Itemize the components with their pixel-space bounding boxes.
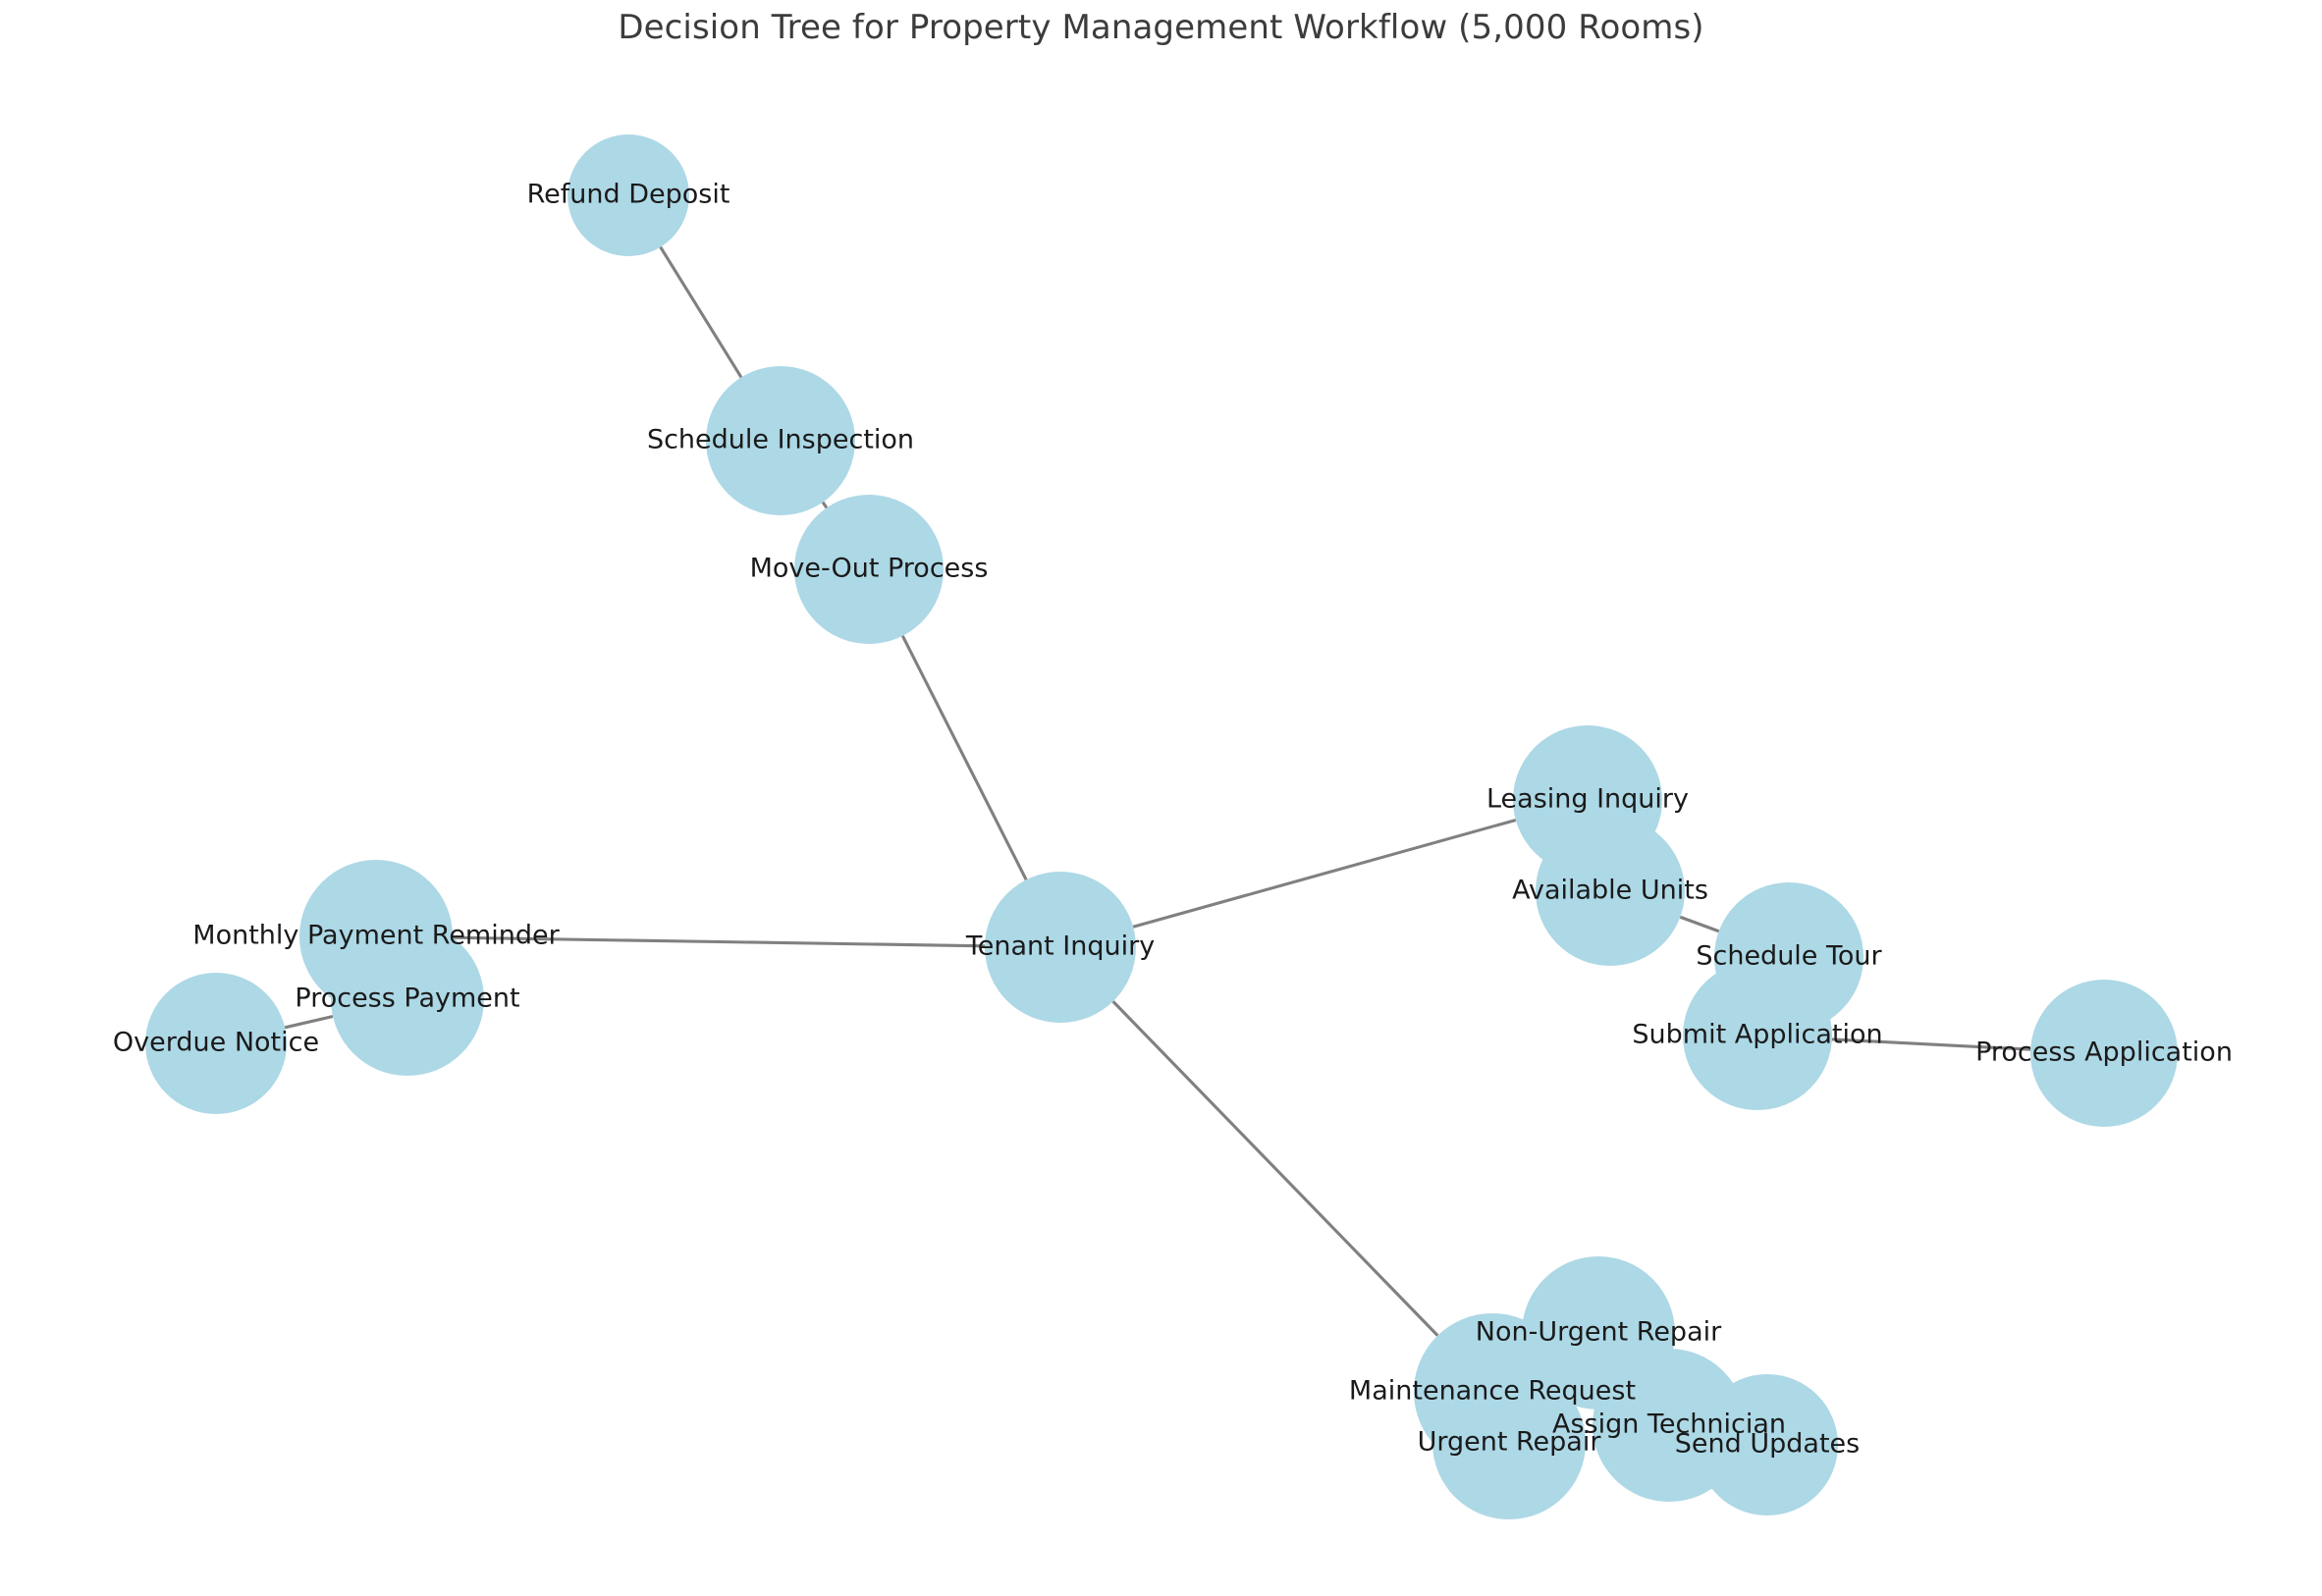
graph-edge [1679,915,1720,933]
graph-edge [821,501,829,509]
graph-node-label-send_updates: Send Updates [1675,1429,1860,1460]
graph-node-schedule_inspection[interactable] [706,366,855,515]
graph-edge [659,245,743,379]
graph-node-label-move_out_process: Move-Out Process [750,554,989,584]
graph-edge [900,635,1028,881]
graph-node-submit_application[interactable] [1683,961,1832,1110]
graph-node-tenant_inquiry[interactable] [985,872,1136,1023]
graph-node-label-maintenance_request: Maintenance Request [1349,1376,1636,1407]
page-title: Decision Tree for Property Management Wo… [618,8,1704,47]
graph-node-label-schedule_inspection: Schedule Inspection [647,425,914,455]
graph-node-label-available_units: Available Units [1512,876,1708,906]
graph-node-move_out_process[interactable] [794,495,944,644]
graph-node-available_units[interactable] [1536,817,1685,966]
graph-node-label-refund_deposit: Refund Deposit [527,180,730,210]
graph-edge [1132,818,1517,929]
graph-node-label-tenant_inquiry: Tenant Inquiry [965,931,1155,962]
graph-node-label-monthly_payment_reminder: Monthly Payment Reminder [192,921,560,951]
graph-node-send_updates[interactable] [1697,1374,1838,1516]
graph-node-label-assign_technician: Assign Technician [1552,1410,1786,1440]
graph-node-label-overdue_notice: Overdue Notice [113,1028,319,1058]
graph-node-process_application[interactable] [2030,980,2178,1127]
graph-node-label-non_urgent_repair: Non-Urgent Repair [1476,1317,1722,1348]
graph-node-label-process_payment: Process Payment [295,984,519,1014]
nodes-layer [145,134,2178,1519]
edges-layer [284,245,2031,1467]
graph-node-urgent_repair[interactable] [1432,1366,1586,1519]
graph-node-label-urgent_repair: Urgent Repair [1418,1427,1602,1458]
graph-edge [1111,1000,1439,1337]
graph-node-label-schedule_tour: Schedule Tour [1696,941,1882,972]
graph-node-label-process_application: Process Application [1975,1037,2233,1068]
graph-node-process_payment[interactable] [331,923,484,1076]
graph-node-refund_deposit[interactable] [567,134,689,256]
graph-edge [284,1015,334,1030]
graph-node-overdue_notice[interactable] [145,973,287,1114]
graph-node-label-leasing_inquiry: Leasing Inquiry [1486,784,1689,815]
graph-edge [1831,1037,2031,1051]
graph-node-label-submit_application: Submit Application [1632,1020,1882,1050]
graph-edge [452,935,986,948]
